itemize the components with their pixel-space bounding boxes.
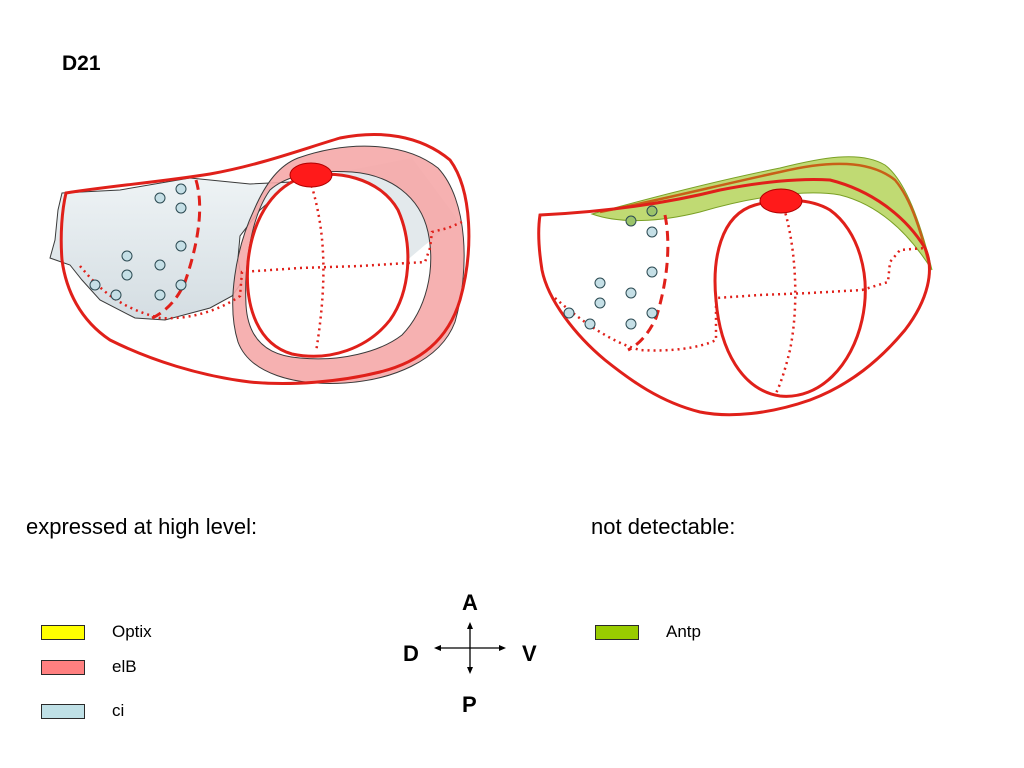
elB-band	[232, 145, 465, 384]
dv-boundary	[308, 179, 325, 353]
eye-field	[245, 172, 410, 358]
compass-label-anterior: A	[462, 590, 478, 615]
legend-label-antp: Antp	[666, 622, 701, 641]
diagrams	[49, 132, 933, 417]
legend-item-optix: Optix	[41, 622, 152, 642]
elb-swatch	[41, 659, 85, 675]
compass-arrows	[434, 622, 506, 674]
ci-dots-left	[89, 183, 187, 301]
legend-label-optix: Optix	[112, 622, 152, 641]
optic-stalk-right	[759, 188, 803, 214]
ci-swatch	[41, 703, 85, 719]
legend-label-elb: elB	[112, 657, 137, 676]
dashed-boundary	[147, 179, 202, 322]
compass-label-dorsal: D	[403, 641, 419, 666]
compass-label-ventral: V	[522, 641, 537, 666]
compass-label-posterior: P	[462, 692, 477, 717]
optix-swatch	[41, 624, 85, 640]
disc-right	[537, 156, 933, 417]
heading-not-detectable: not detectable:	[591, 514, 736, 539]
disc-outline-right	[537, 177, 931, 417]
disc-outline-left	[59, 132, 471, 386]
antp-edge	[599, 162, 932, 269]
optic-stalk-left	[289, 162, 333, 188]
disc-left	[49, 132, 471, 386]
heading-expressed-high: expressed at high level:	[26, 514, 258, 539]
legend-label-ci: ci	[112, 701, 125, 720]
ci-region	[49, 177, 294, 321]
ap-boundary-right	[554, 246, 926, 352]
antp-swatch	[595, 624, 639, 640]
eye-field-right	[713, 198, 867, 398]
ci-dots-right	[563, 205, 658, 330]
figure-title: D21	[62, 52, 101, 75]
legend-item-antp: Antp	[595, 622, 701, 642]
legend-item-elb: elB	[41, 657, 137, 677]
legend-item-ci: ci	[41, 701, 124, 721]
